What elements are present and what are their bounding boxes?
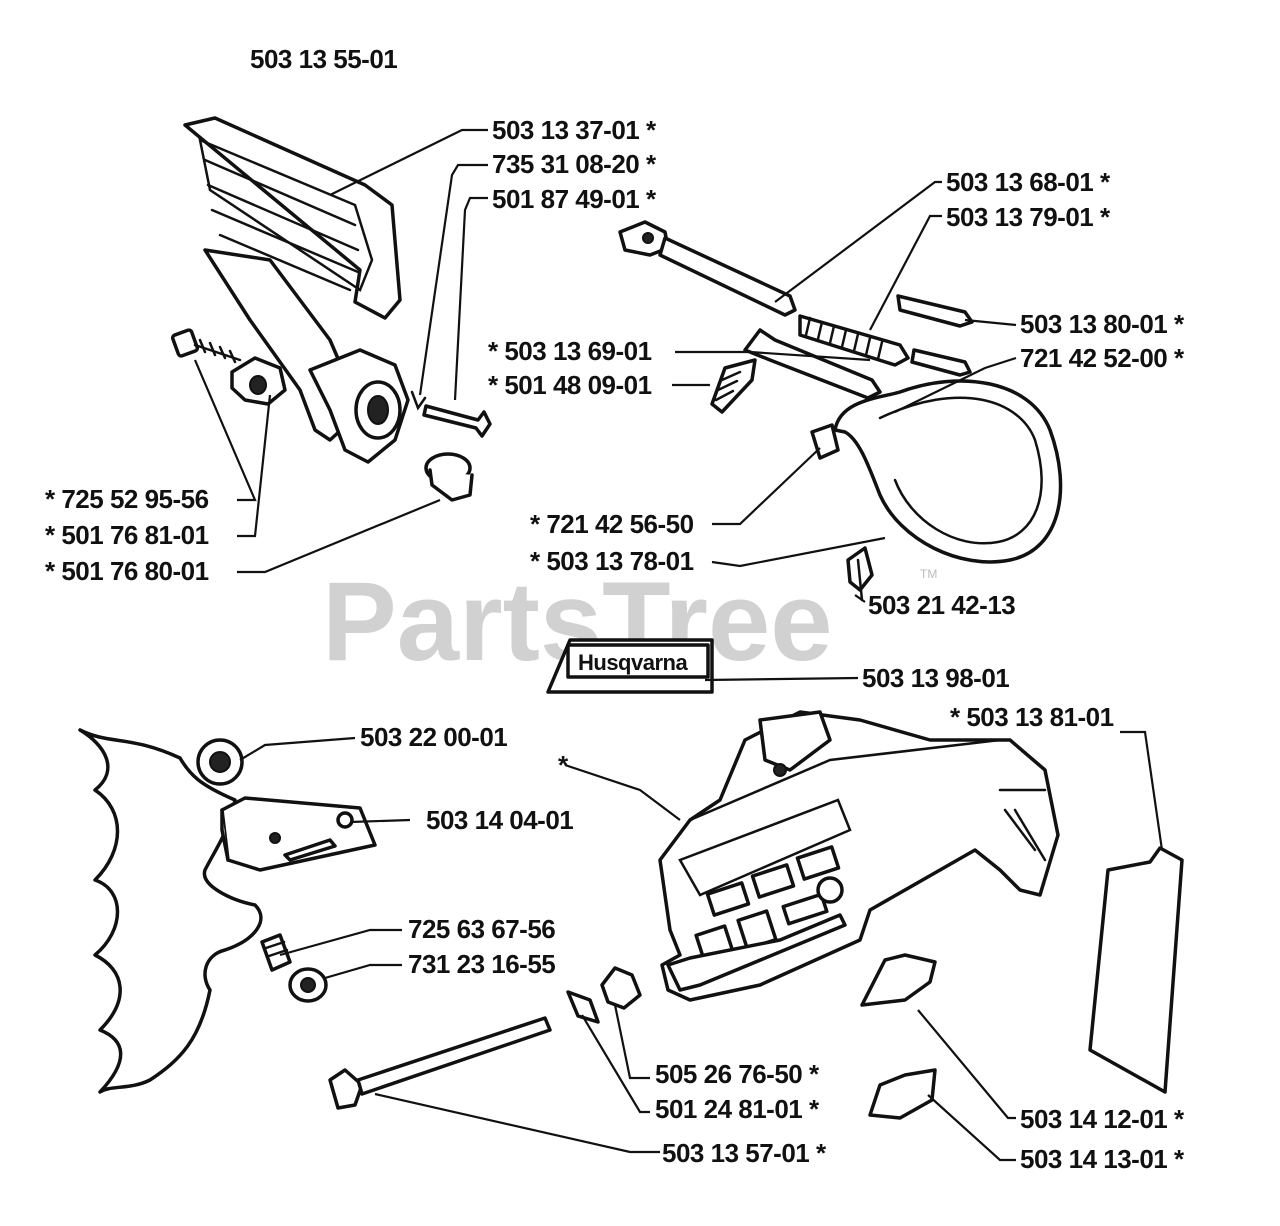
part-labels: 503 13 37-01 * 735 31 08-20 * 501 87 49-… (45, 115, 1185, 1174)
part-label: * 503 13 78-01 (530, 546, 694, 576)
assembly-number: 503 13 55-01 (250, 44, 397, 74)
part-label: 503 21 42-13 (868, 590, 1015, 620)
part-label: * (558, 750, 569, 780)
part-label: 503 13 37-01 * (492, 115, 657, 145)
husqvarna-decal: Husqvarna (546, 638, 714, 694)
part-label: 503 13 57-01 * (662, 1138, 827, 1168)
part-label: 503 13 68-01 * (946, 167, 1111, 197)
part-label: 721 42 52-00 * (1020, 343, 1185, 373)
part-label: 731 23 16-55 (408, 949, 555, 979)
chain-catcher-drawing (860, 953, 937, 1120)
screw-drawing (170, 328, 242, 364)
crankcase-drawing (78, 728, 263, 1094)
cover-plate-drawing (1088, 846, 1184, 1094)
part-label: 503 22 00-01 (360, 722, 507, 752)
part-label: * 501 76 81-01 (45, 520, 209, 550)
watermark-tm: TM (920, 567, 937, 581)
bolt-drawing (410, 390, 492, 438)
knob-drawing (424, 452, 474, 502)
adjuster-bolt-drawing (328, 1016, 552, 1110)
part-label: * 721 42 56-50 (530, 509, 694, 539)
nut-drawing (230, 356, 287, 406)
part-label: 735 31 08-20 * (492, 149, 657, 179)
part-label: 505 26 76-50 * (655, 1059, 820, 1089)
part-label: * 501 76 80-01 (45, 556, 209, 586)
nut-503-22-drawing (196, 738, 244, 786)
part-label: 503 14 04-01 (426, 805, 573, 835)
stud-drawing (260, 933, 328, 1003)
part-label: 503 13 80-01 * (1020, 309, 1185, 339)
part-label: * 501 48 09-01 (488, 370, 652, 400)
part-label: * 503 13 69-01 (488, 336, 652, 366)
part-label: 503 14 13-01 * (1020, 1144, 1185, 1174)
washer-drawing (566, 966, 642, 1024)
plate-drawing (220, 796, 377, 872)
part-label: 725 63 67-56 (408, 914, 555, 944)
part-label: 503 13 98-01 (862, 663, 1009, 693)
part-label: * 725 52 95-56 (45, 484, 209, 514)
brake-linkage-drawing (618, 220, 1063, 602)
part-label: 501 87 49-01 * (492, 184, 657, 214)
clutch-cover-drawing (658, 710, 1060, 1002)
brand-logo: Husqvarna (578, 650, 688, 675)
leader-lines (193, 128, 1164, 1162)
part-label: 503 14 12-01 * (1020, 1104, 1185, 1134)
part-label: 503 13 79-01 * (946, 202, 1111, 232)
part-label: 501 24 81-01 * (655, 1094, 820, 1124)
part-label: * 503 13 81-01 (950, 702, 1114, 732)
hand-guard-drawing (183, 116, 410, 464)
